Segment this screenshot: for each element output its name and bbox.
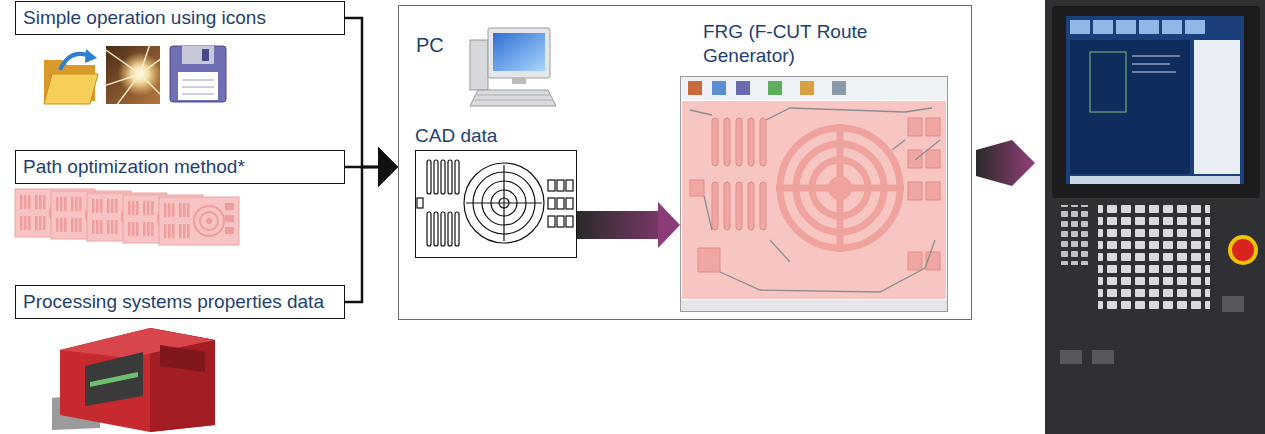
pc-icon	[470, 28, 556, 106]
box-label: Simple operation using icons	[16, 6, 273, 30]
folder-icon	[44, 49, 98, 104]
save-icon	[170, 46, 226, 102]
frg-screenshot: FRG (F-CUT Route Generator)	[678, 20, 970, 314]
process-box: Processing systems properties data	[15, 285, 345, 319]
process-box: Simple operation using icons	[15, 1, 345, 35]
cad-drawing: CAD data	[412, 124, 580, 260]
heading-label: CAD data	[412, 124, 577, 148]
laser-machine	[52, 328, 215, 432]
connector-arrow	[345, 167, 378, 302]
connector-arrow	[577, 211, 658, 239]
path-sheets	[15, 189, 239, 245]
laser-icon	[104, 44, 162, 106]
cad-drawing-lines	[417, 160, 573, 246]
process-box: Path optimization method*	[15, 150, 345, 184]
component-label: PC	[416, 33, 444, 58]
box-label: Path optimization method*	[16, 155, 252, 179]
heading-label: FRG (F-CUT Route Generator)	[678, 20, 945, 68]
cad-drawing-frame	[415, 150, 577, 258]
box-label: Processing systems properties data	[16, 290, 331, 314]
connector-arrow	[345, 18, 378, 167]
cnc-controller	[1045, 0, 1265, 434]
frg-screenshot-frame	[680, 76, 948, 312]
system-panel: PC CAD data FRG (F-CUT Route Generator)	[398, 5, 972, 320]
frg-screen	[680, 76, 948, 312]
flow-arrow	[976, 140, 1035, 186]
